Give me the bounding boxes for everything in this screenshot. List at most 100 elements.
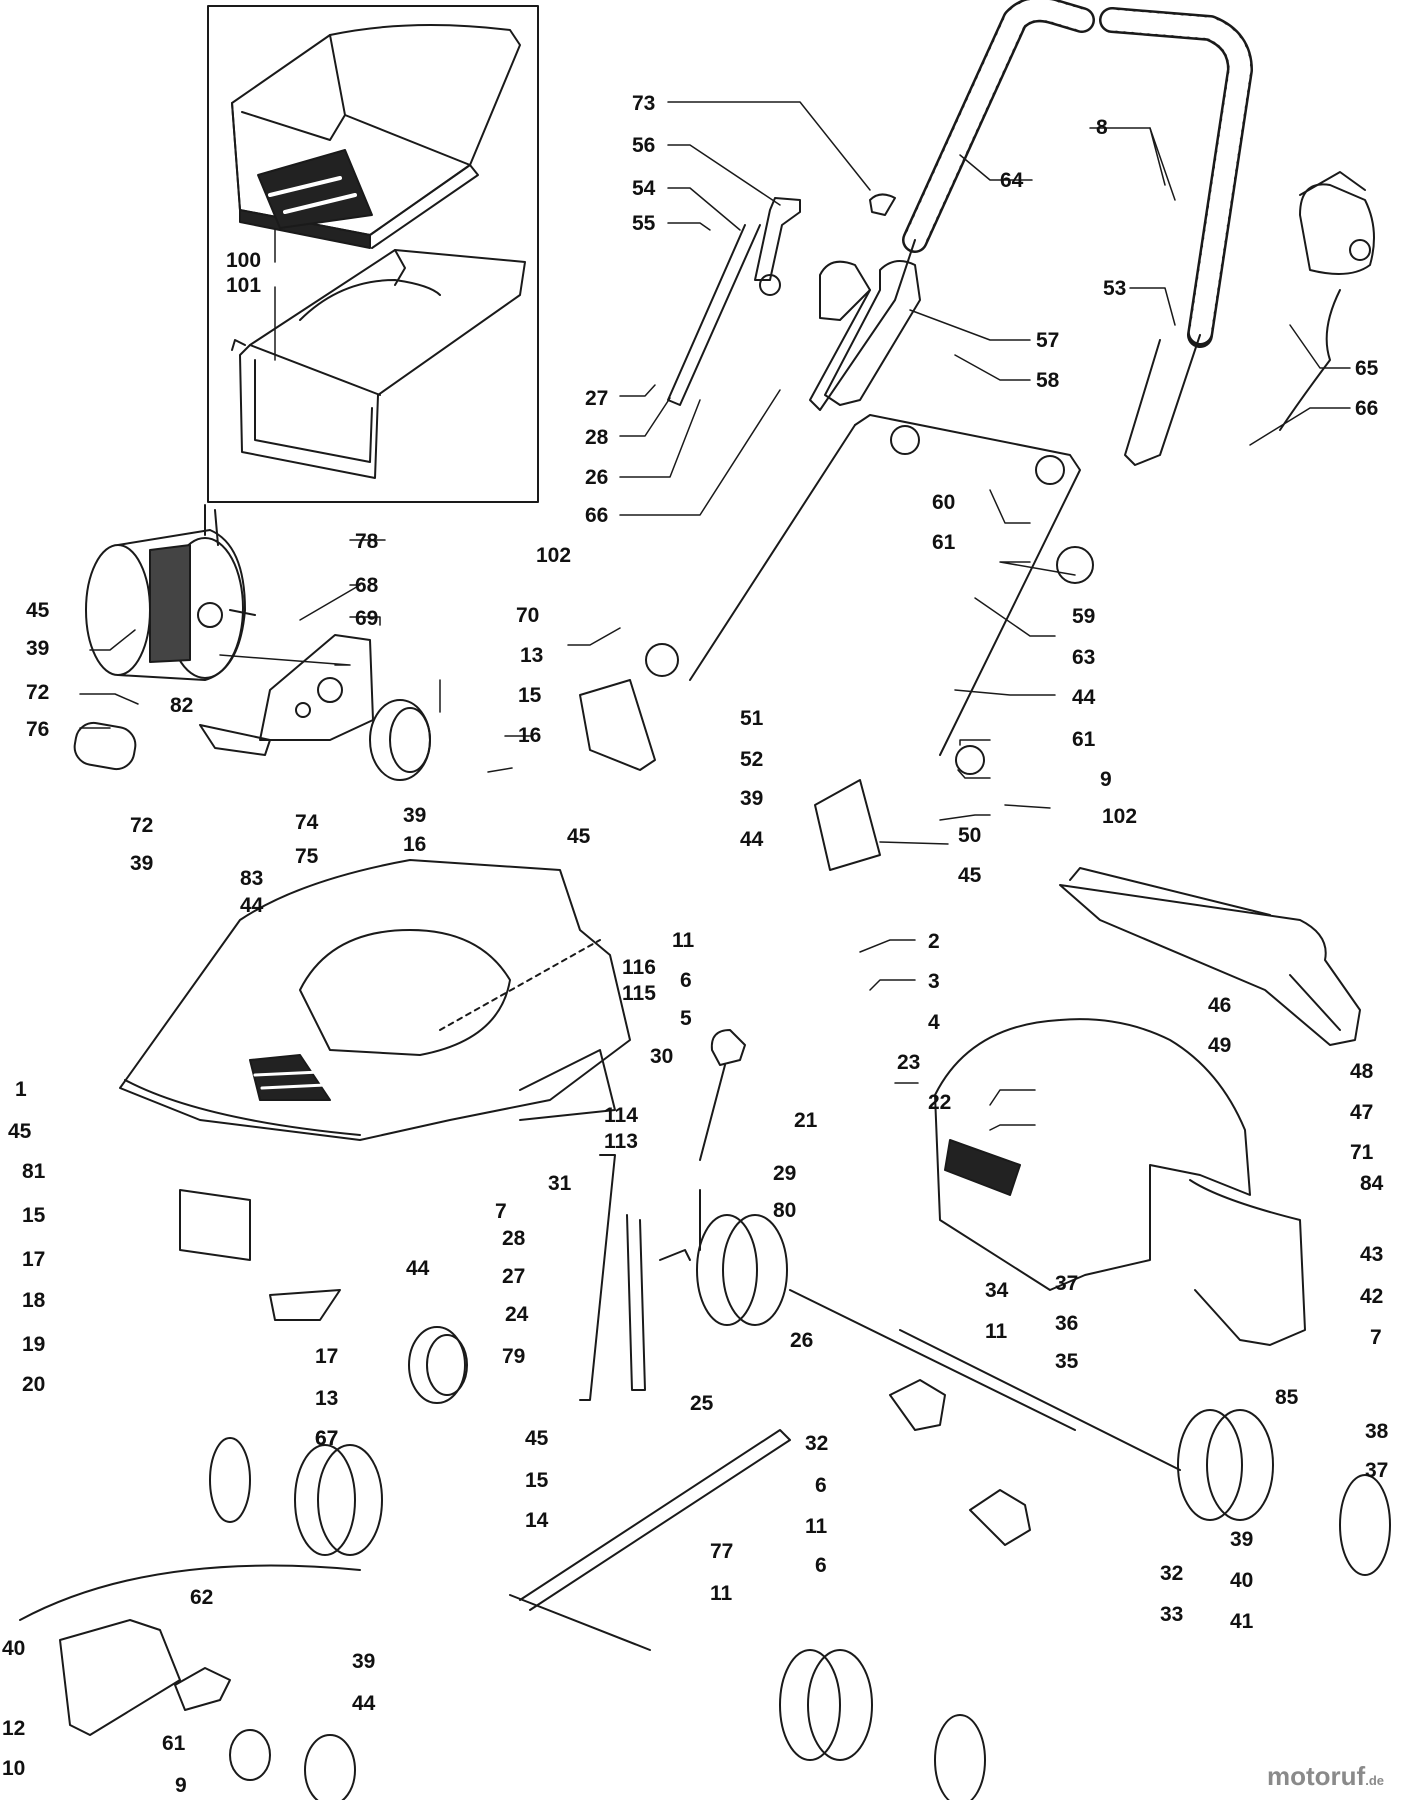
callout-71: 71 (1350, 1141, 1374, 1164)
callout-14: 14 (525, 1509, 549, 1532)
callout-59: 59 (1072, 605, 1095, 628)
callout-11b: 11 (985, 1320, 1008, 1343)
deck-housing-drawing (119, 859, 631, 1141)
callout-6c: 6 (815, 1554, 827, 1577)
callout-101: 101 (226, 274, 261, 297)
callout-17: 17 (22, 1248, 45, 1271)
callout-50: 50 (958, 824, 981, 847)
detail-bracket-drawing (59, 1619, 356, 1800)
grass-bag-inset-frame (207, 5, 539, 503)
callout-67: 67 (315, 1427, 338, 1450)
callout-57: 57 (1036, 329, 1059, 352)
callout-44c: 44 (740, 828, 764, 851)
callout-29: 29 (773, 1162, 796, 1185)
callout-64: 64 (1000, 169, 1024, 192)
callout-38: 38 (1365, 1420, 1389, 1443)
callout-26: 26 (585, 466, 608, 489)
bag-frame-drawing (231, 249, 526, 479)
callout-70: 70 (516, 604, 539, 627)
callout-16b: 16 (403, 833, 426, 856)
callout-11d: 11 (710, 1582, 733, 1605)
callout-61b: 61 (1072, 728, 1096, 751)
capacitor-drawing (73, 721, 137, 771)
callout-66b: 66 (1355, 397, 1378, 420)
callout-15: 15 (518, 684, 542, 707)
callout-13b: 13 (315, 1387, 338, 1410)
brand-watermark: motoruf.de (1267, 1761, 1384, 1792)
brand-domain: .de (1365, 1773, 1384, 1788)
callout-39c: 39 (130, 852, 153, 875)
callout-labels: 100 101 73 56 54 55 27 28 26 66 64 8 53 … (2, 92, 1389, 1797)
callout-80: 80 (773, 1199, 796, 1222)
callout-35: 35 (1055, 1350, 1079, 1373)
callout-100: 100 (226, 249, 261, 272)
callout-6b: 6 (815, 1474, 827, 1497)
callout-39d: 39 (740, 787, 763, 810)
wheel-drawing (209, 1214, 1391, 1800)
callout-44: 44 (240, 894, 264, 917)
callout-42: 42 (1360, 1285, 1383, 1308)
callout-36: 36 (1055, 1312, 1078, 1335)
callout-76: 76 (26, 718, 49, 741)
callout-62: 62 (190, 1586, 213, 1609)
callout-31: 31 (548, 1172, 572, 1195)
callout-113: 113 (604, 1130, 638, 1153)
callout-7: 7 (495, 1200, 507, 1223)
knob-drawing (699, 1029, 746, 1161)
detail-arc (19, 1564, 361, 1621)
callout-39e: 39 (1230, 1528, 1253, 1551)
callout-30: 30 (650, 1045, 673, 1068)
callout-9: 9 (1100, 768, 1112, 791)
callout-18: 18 (22, 1289, 46, 1312)
callout-47: 47 (1350, 1101, 1373, 1124)
callout-56: 56 (632, 134, 655, 157)
callout-28b: 28 (502, 1227, 526, 1250)
callout-102: 102 (536, 544, 571, 567)
callout-40b: 40 (2, 1637, 25, 1660)
callout-84: 84 (1360, 1172, 1384, 1195)
axle-and-rod-drawing (179, 1154, 1181, 1651)
callout-6: 6 (680, 969, 692, 992)
callout-5: 5 (680, 1007, 692, 1030)
callout-45: 45 (26, 599, 50, 622)
callout-8: 8 (1096, 116, 1108, 139)
callout-21: 21 (794, 1109, 818, 1132)
callout-15c: 15 (525, 1469, 549, 1492)
callout-74: 74 (295, 811, 319, 834)
callout-61: 61 (932, 531, 956, 554)
callout-17b: 17 (315, 1345, 338, 1368)
callout-65: 65 (1355, 357, 1379, 380)
callout-67b: 67 (315, 1427, 338, 1450)
rear-flap-drawing (1059, 867, 1361, 1046)
callout-75: 75 (295, 845, 319, 868)
callout-37b: 37 (1365, 1459, 1388, 1482)
callout-51: 51 (740, 707, 764, 730)
callout-102b: 102 (1102, 805, 1137, 828)
rear-shield-drawing (934, 1018, 1306, 1346)
pulley-drawing (369, 699, 468, 1404)
callout-44e: 44 (352, 1692, 376, 1715)
callout-15b: 15 (22, 1204, 46, 1227)
callout-9b: 9 (175, 1774, 187, 1797)
callout-3: 3 (928, 970, 940, 993)
callout-78: 78 (355, 530, 379, 553)
callout-11: 11 (672, 929, 695, 952)
callout-58: 58 (1036, 369, 1060, 392)
leader-lines (79, 101, 1351, 1131)
callout-32: 32 (805, 1432, 828, 1455)
lower-handle-drawing (645, 414, 1094, 775)
upper-handle-drawing (809, 0, 1253, 466)
callout-20: 20 (22, 1373, 45, 1396)
callout-7b: 7 (1370, 1326, 1382, 1349)
callout-11c: 11 (805, 1515, 828, 1538)
callout-77: 77 (710, 1540, 733, 1563)
callout-1: 1 (15, 1078, 27, 1101)
callout-53: 53 (1103, 277, 1126, 300)
callout-23: 23 (897, 1051, 920, 1074)
callout-2: 2 (928, 930, 940, 953)
callout-45e: 45 (525, 1427, 549, 1450)
callout-55: 55 (632, 212, 656, 235)
callout-72: 72 (26, 681, 49, 704)
callout-46: 46 (1208, 994, 1231, 1017)
